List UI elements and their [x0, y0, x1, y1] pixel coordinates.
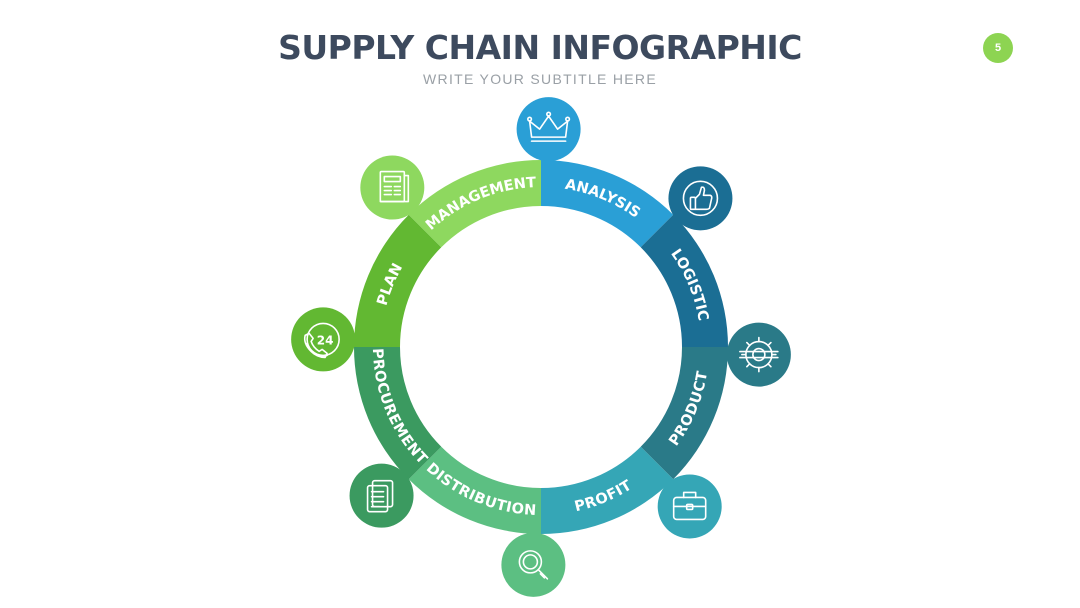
- ring-segment-product: [640, 347, 728, 480]
- ring-segment-profit: [541, 446, 674, 535]
- page-subtitle: WRITE YOUR SUBTITLE HERE: [423, 71, 657, 87]
- icon-badge-logistic: [668, 166, 733, 231]
- ring-segment-distribution: [408, 446, 541, 534]
- ring-segment-plan: [354, 214, 442, 347]
- svg-text:24: 24: [317, 333, 334, 347]
- ring-segment-logistic: [640, 214, 728, 347]
- icon-badge-circle: [668, 166, 733, 231]
- newspaper-icon: [379, 170, 410, 203]
- icon-badge-circle: [360, 155, 425, 220]
- thumbs-up-icon: [682, 180, 719, 217]
- icon-badge-distribution: [501, 532, 566, 597]
- page-number-badge: 5: [983, 33, 1013, 63]
- icon-badge-circle: [291, 307, 356, 372]
- ring-segment-analysis: [541, 160, 674, 248]
- magnifier-icon: [518, 550, 549, 580]
- documents-icon: [366, 479, 394, 513]
- ring-segment-management: [408, 160, 541, 248]
- icon-badge-management: [360, 155, 425, 220]
- icon-badge-profit: [657, 474, 722, 539]
- ring-segment-procurement: [354, 347, 442, 480]
- icon-badge-circle: [516, 97, 581, 162]
- icon-badge-circle: [501, 532, 566, 597]
- crown-icon: [527, 111, 571, 142]
- briefcase-icon: [672, 491, 707, 521]
- page-title: SUPPLY CHAIN INFOGRAPHIC: [278, 28, 802, 67]
- icon-badge-plan: 24: [291, 307, 356, 372]
- icon-badge-product: [726, 322, 791, 387]
- phone-24-icon: 24: [303, 322, 340, 359]
- gear-wrench-icon: [739, 336, 779, 373]
- icon-badge-analysis: [516, 97, 581, 162]
- icon-badge-circle: [726, 322, 791, 387]
- icon-badge-procurement: [349, 463, 414, 528]
- icon-badge-circle: [349, 463, 414, 528]
